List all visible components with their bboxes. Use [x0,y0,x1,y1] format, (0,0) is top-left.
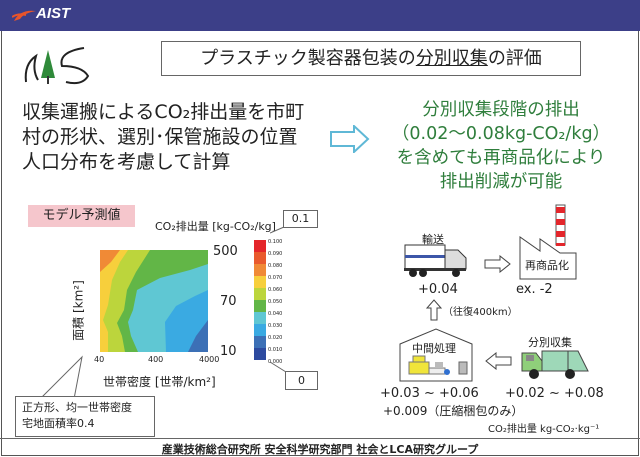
colorbar-band [254,288,266,300]
note-line: 正方形、均一世帯密度 [22,401,132,414]
callout-line [270,226,285,234]
slide-title: プラスチック製容器包装の分別収集の評価 [161,41,581,76]
colorbar-tick: 0.020 [268,335,283,341]
contour-region [188,320,208,352]
lead-line: 村の形状、選別･保管施設の位置 [22,126,298,148]
transport-value: +0.04 [418,282,458,297]
model-label: モデル予測値 [28,205,135,227]
colorbar-tick: 0.040 [268,311,283,317]
colorbar-tick: 0.050 [268,299,283,305]
colorbar-tick: 0.030 [268,323,283,329]
y-tick: 10 [220,344,237,359]
x-tick: 400 [148,355,164,364]
transport-truck-icon [404,244,467,277]
x-tick: 4000 [199,355,220,364]
title-suffix: の評価 [487,48,542,69]
colorbar-band [254,336,266,348]
recycle-value: ex. -2 [516,282,553,297]
aist-swoosh-icon [12,10,36,21]
intermediate-value: +0.03 ~ +0.06 [380,386,479,401]
transport-note: （往復400km） [443,307,518,318]
colorbar-tick: 0.000 [268,359,283,365]
title-prefix: プラスチック製容器包装の [200,48,416,69]
transport-label: 輸送 [422,233,444,246]
note-line: 宅地面積率0.4 [22,417,95,430]
colorbar-band [254,324,266,336]
callout-min: 0 [285,371,318,390]
contour-region [100,250,120,272]
header-bar [0,0,640,31]
model-note: 正方形、均一世帯密度 宅地面積率0.4 [15,396,155,437]
callout-line [269,361,287,373]
x-axis-label: 世帯密度 [世帯/km²] [103,375,216,389]
conclusion-line: （0.02〜0.08kg-CO₂/kg） [391,124,611,144]
colorbar-band [254,252,266,264]
garbage-truck-icon [521,350,589,379]
left-arrow-icon [485,352,512,370]
right-arrow-icon [484,255,511,273]
footer-text: 産業技術総合研究所 安全科学研究部門 社会とLCA研究グループ [161,443,479,456]
y-tick: 500 [213,244,238,259]
colorbar-band [254,300,266,312]
colorbar-band [254,276,266,288]
colorbar [254,240,266,360]
colorbar-tick: 0.100 [268,239,283,245]
colorbar-band [254,264,266,276]
colorbar-tick: 0.070 [268,275,283,281]
unit-label: CO₂排出量 kg-CO₂·kg⁻¹ [488,424,600,435]
conclusion-text: 分別収集段階の排出 （0.02〜0.08kg-CO₂/kg） を含めても再商品化… [366,98,636,194]
recycle-label: 再商品化 [525,259,569,272]
collection-label: 分別収集 [528,336,572,349]
title-underlined: 分別収集 [415,48,488,69]
note-pointer [39,355,83,400]
conclusion-line: を含めても再商品化により [396,148,606,168]
lead-line: 人口分布を考慮して計算 [22,151,231,173]
colorbar-band [254,312,266,324]
mes-logo-icon [24,47,90,85]
intermediate-value-compression: +0.009（圧縮梱包のみ） [383,404,524,418]
conclusion-line: 排出削減が可能 [439,172,563,192]
colorbar-tick: 0.080 [268,263,283,269]
x-tick: 40 [94,355,105,364]
factory-icon [519,204,577,280]
collection-value: +0.02 ~ +0.08 [505,386,604,401]
intermediate-facility-icon [399,328,473,382]
lead-text: 収集運搬によるCO₂排出量を市町 村の形状、選別･保管施設の位置 人口分布を考慮… [22,100,332,175]
colorbar-tick: 0.010 [268,347,283,353]
colorbar-tick: 0.060 [268,287,283,293]
right-arrow-icon [330,125,370,153]
colorbar-band [254,348,266,360]
conclusion-line: 分別収集段階の排出 [422,100,580,120]
colorbar-ticks: 0.100 0.090 0.080 0.070 0.060 0.050 0.040 0.030… [268,236,282,368]
colorbar-tick: 0.090 [268,251,283,257]
y-tick: 70 [220,294,237,309]
aist-logo: AIST [36,5,71,22]
y-axis-label: 面積 [km²] [71,280,86,341]
lead-line: 収集運搬によるCO₂排出量を市町 [22,101,305,123]
contour-plot [100,250,208,352]
up-arrow-icon [426,299,442,321]
chart-title: CO₂排出量 [kg-CO₂/kg] [155,220,276,233]
colorbar-band [254,240,266,252]
callout-max: 0.1 [283,210,318,228]
intermediate-label: 中間処理 [412,342,456,355]
footer-divider [0,438,640,439]
